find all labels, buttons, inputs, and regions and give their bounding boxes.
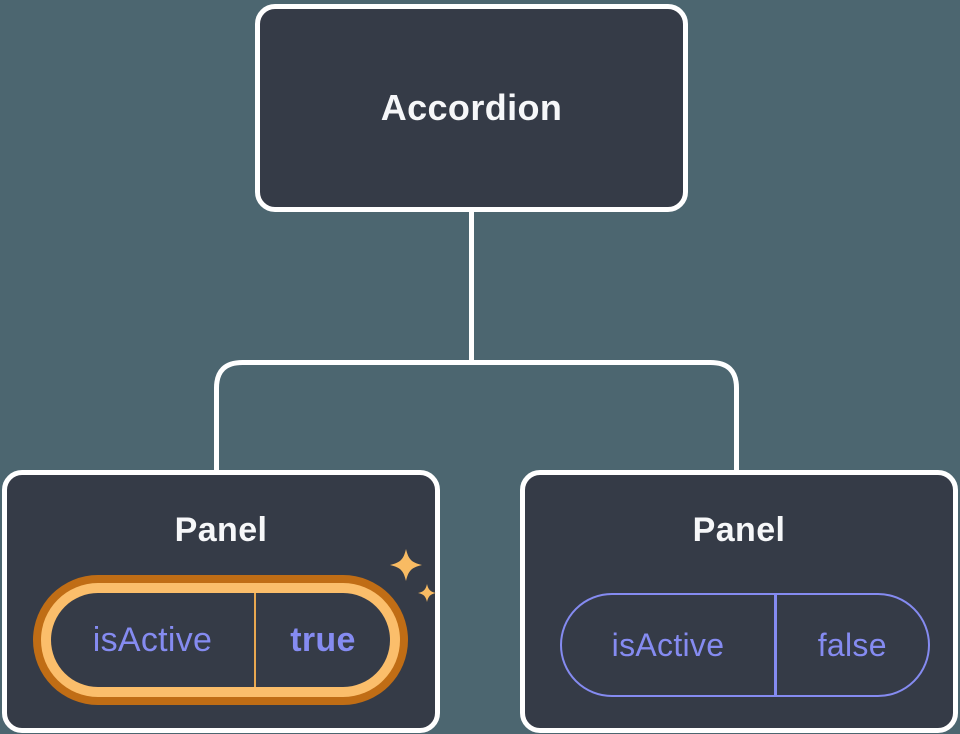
accordion-node: Accordion <box>255 4 688 212</box>
state-pill-inactive: isActive false <box>560 593 930 697</box>
state-value-label: true <box>290 620 356 659</box>
state-value-label: false <box>817 626 887 663</box>
accordion-node-label: Accordion <box>380 87 563 128</box>
state-pill-divider <box>774 595 777 695</box>
state-name-label: isActive <box>92 620 213 659</box>
sparkles-icon <box>390 549 436 602</box>
panel-node-right-title: Panel <box>692 511 786 549</box>
state-pill-divider <box>254 593 256 687</box>
panel-node-left-title: Panel <box>174 511 268 549</box>
panel-node-left: Panel isActive true <box>2 470 440 733</box>
state-name-label: isActive <box>611 626 725 663</box>
panel-node-right: Panel isActive false <box>520 470 958 733</box>
state-pill-active: isActive true <box>33 575 408 705</box>
